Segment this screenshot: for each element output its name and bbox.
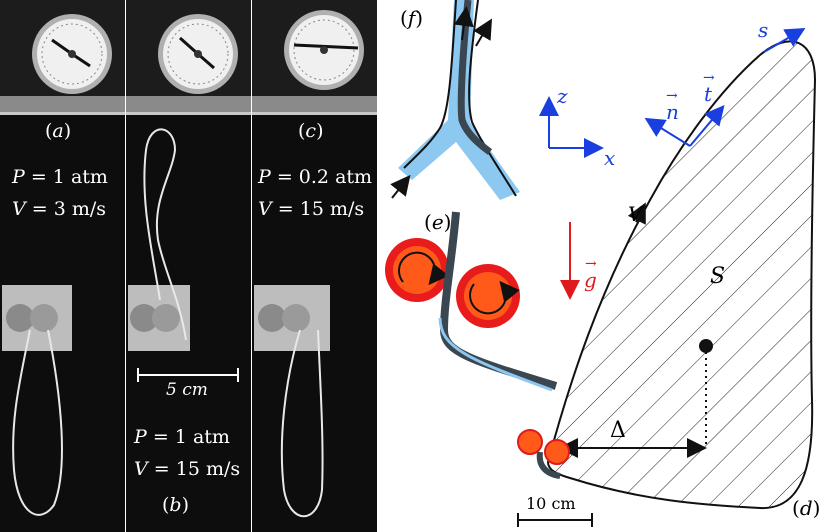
arclength-label: s bbox=[758, 18, 769, 42]
panel-c-pressure: P = 0.2 atm bbox=[258, 166, 373, 188]
center-of-mass-point bbox=[699, 339, 713, 353]
coordinate-axes bbox=[539, 96, 604, 158]
scale-bar-5cm-label: 5 cm bbox=[166, 380, 208, 400]
panel-b-pressure: P = 1 atm bbox=[134, 426, 230, 448]
pressure-gauge-b-icon bbox=[158, 14, 238, 94]
panel-c-speed: V = 15 m/s bbox=[258, 198, 365, 220]
ribbon-loop-c bbox=[280, 329, 324, 518]
offset-delta-label: Δ bbox=[610, 418, 626, 443]
gravity-vector-label: g→ bbox=[584, 256, 597, 292]
panel-a-label: (a) bbox=[45, 120, 72, 142]
ribbon-loop-a bbox=[12, 329, 63, 516]
pressure-gauge-c-icon bbox=[284, 10, 364, 90]
ribbon-loop-b bbox=[143, 128, 187, 341]
speed-label: V bbox=[628, 202, 643, 226]
photo-shelf-edge bbox=[0, 112, 125, 115]
panel-b-speed: V = 15 m/s bbox=[134, 458, 241, 480]
scale-bar-10cm-label: 10 cm bbox=[526, 494, 576, 513]
pressure-gauge-a-icon bbox=[32, 14, 112, 94]
roller-pair-diagram bbox=[385, 211, 558, 392]
sheet-trajectory-diagram bbox=[517, 40, 817, 527]
axis-x-label: x bbox=[604, 146, 616, 170]
normal-vector-label: n→ bbox=[666, 88, 679, 124]
panel-f-label: (f) bbox=[400, 6, 424, 30]
panel-d-label: (d) bbox=[792, 496, 821, 520]
axis-z-label: z bbox=[557, 84, 568, 108]
scale-bar-10cm bbox=[517, 513, 593, 527]
photo-shelf bbox=[252, 96, 377, 114]
panel-a-pressure: P = 1 atm bbox=[12, 166, 108, 188]
panel-a-speed: V = 3 m/s bbox=[12, 198, 107, 220]
photo-shelf-edge bbox=[126, 112, 251, 115]
tangent-vector-label: t→ bbox=[703, 70, 715, 106]
photo-shelf bbox=[0, 96, 125, 114]
panel-e-label: (e) bbox=[424, 210, 452, 234]
photo-shelf-edge bbox=[252, 112, 377, 115]
y-junction-diagram bbox=[390, 0, 520, 200]
photo-shelf bbox=[126, 96, 251, 114]
panel-c-label: (c) bbox=[298, 120, 324, 142]
area-label: S bbox=[710, 264, 726, 289]
scale-bar-5cm bbox=[137, 368, 239, 382]
local-frame-vectors bbox=[644, 27, 806, 147]
panel-b-label: (b) bbox=[162, 494, 190, 516]
